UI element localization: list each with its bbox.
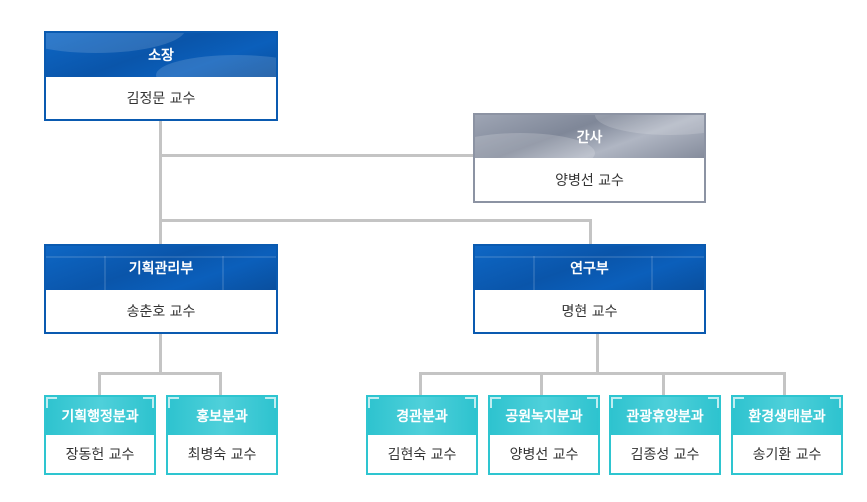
division-box: 관광휴양분과 김종성 교수 [609,395,721,475]
connector-line [540,372,543,396]
connector-line [98,372,101,396]
department-box-planning: 기획관리부 송춘호 교수 [44,244,278,334]
division-header: 경관분과 [368,397,476,435]
department-head-name: 송춘호 교수 [126,304,196,320]
division-head-name: 장동헌 교수 [65,447,135,463]
division-person: 최병숙 교수 [168,435,276,473]
division-header: 관광휴양분과 [611,397,719,435]
division-person: 양병선 교수 [490,435,598,473]
connector-line [159,219,162,245]
connector-line [159,154,476,157]
connector-line [219,372,222,396]
division-head-name: 김종성 교수 [630,447,700,463]
division-box: 기획행정분과 장동헌 교수 [44,395,156,475]
department-person: 송춘호 교수 [46,290,276,332]
division-person: 장동헌 교수 [46,435,154,473]
director-person: 김정문 교수 [46,77,276,119]
director-header: 소장 [46,33,276,77]
director-name: 김정문 교수 [126,91,196,107]
connector-line [419,372,422,396]
director-title: 소장 [148,48,174,64]
connector-line [596,332,599,375]
department-title: 기획관리부 [128,261,194,277]
department-person: 명현 교수 [475,290,704,332]
division-header: 공원녹지분과 [490,397,598,435]
division-box: 홍보분과 최병숙 교수 [166,395,278,475]
director-box: 소장 김정문 교수 [44,31,278,121]
connector-line [98,372,222,375]
secretary-title: 간사 [576,129,603,146]
secretary-person: 양병선 교수 [475,158,704,201]
secretary-box: 간사 양병선 교수 [473,113,706,203]
connector-line [419,372,786,375]
secretary-header: 간사 [475,115,704,158]
department-header: 연구부 [475,246,704,290]
secretary-name: 양병선 교수 [555,172,624,189]
department-title: 연구부 [570,261,609,277]
division-header: 홍보분과 [168,397,276,435]
division-title: 환경생태분과 [748,409,826,425]
division-head-name: 양병선 교수 [509,447,579,463]
department-head-name: 명현 교수 [561,304,618,320]
division-box: 경관분과 김현숙 교수 [366,395,478,475]
division-box: 공원녹지분과 양병선 교수 [488,395,600,475]
division-head-name: 송기환 교수 [752,447,822,463]
division-person: 김종성 교수 [611,435,719,473]
division-title: 관광휴양분과 [626,409,704,425]
connector-line [159,332,162,375]
division-title: 홍보분과 [196,409,248,425]
division-header: 환경생태분과 [733,397,841,435]
connector-line [783,372,786,396]
connector-line [159,219,592,222]
connector-line [662,372,665,396]
division-header: 기획행정분과 [46,397,154,435]
division-title: 공원녹지분과 [505,409,583,425]
department-header: 기획관리부 [46,246,276,290]
connector-line [159,119,162,222]
division-title: 기획행정분과 [61,409,139,425]
division-head-name: 최병숙 교수 [187,447,257,463]
division-head-name: 김현숙 교수 [387,447,457,463]
division-box: 환경생태분과 송기환 교수 [731,395,843,475]
division-person: 송기환 교수 [733,435,841,473]
department-box-research: 연구부 명현 교수 [473,244,706,334]
connector-line [589,219,592,245]
division-person: 김현숙 교수 [368,435,476,473]
division-title: 경관분과 [396,409,448,425]
